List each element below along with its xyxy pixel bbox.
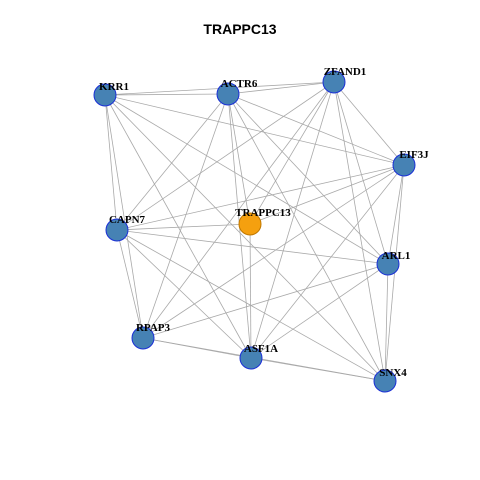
node-actr6[interactable]: ACTR6 xyxy=(216,78,258,106)
node-eif3j[interactable]: EIF3J xyxy=(392,149,429,177)
edge-krr1-asf1a xyxy=(104,94,252,359)
edge-capn7-arl1 xyxy=(116,229,389,265)
edge-krr1-rpap3 xyxy=(104,94,144,339)
edge-eif3j-arl1 xyxy=(387,164,405,265)
edge-capn7-trappc13 xyxy=(116,223,251,231)
node-label: CAPN7 xyxy=(109,214,146,226)
node-circle[interactable] xyxy=(376,252,400,276)
node-label: TRAPPC13 xyxy=(235,207,291,219)
node-label: EIF3J xyxy=(399,149,429,161)
edge-actr6-rpap3 xyxy=(142,93,229,339)
node-circle[interactable] xyxy=(216,82,240,106)
edge-actr6-snx4 xyxy=(227,93,386,382)
node-label: ACTR6 xyxy=(221,78,258,90)
node-label: SNX4 xyxy=(379,367,407,379)
edge-zfand1-arl1 xyxy=(333,81,389,265)
edge-arl1-snx4 xyxy=(384,263,389,382)
node-rpap3[interactable]: RPAP3 xyxy=(131,322,171,350)
edge-asf1a-snx4 xyxy=(250,357,386,382)
edge-actr6-eif3j xyxy=(227,93,405,166)
node-krr1[interactable]: KRR1 xyxy=(93,81,129,107)
edge-zfand1-rpap3 xyxy=(142,81,335,339)
node-zfand1[interactable]: ZFAND1 xyxy=(322,66,367,94)
node-circle[interactable] xyxy=(322,70,346,94)
edge-zfand1-capn7 xyxy=(116,81,335,231)
edge-krr1-actr6 xyxy=(104,93,229,96)
edge-krr1-capn7 xyxy=(104,94,118,231)
node-circle[interactable] xyxy=(239,346,263,370)
edge-zfand1-trappc13 xyxy=(249,81,335,225)
node-label: ZFAND1 xyxy=(324,66,367,78)
edge-eif3j-capn7 xyxy=(116,164,405,231)
graph-title: TRAPPC13 xyxy=(203,21,277,37)
edge-eif3j-asf1a xyxy=(250,164,405,359)
edge-capn7-rpap3 xyxy=(116,229,144,339)
node-circle[interactable] xyxy=(131,326,155,350)
node-circle[interactable] xyxy=(238,212,262,236)
edge-layer xyxy=(104,81,405,382)
edge-eif3j-rpap3 xyxy=(142,164,405,339)
edge-zfand1-snx4 xyxy=(333,81,386,382)
node-label: RPAP3 xyxy=(136,322,171,334)
edge-trappc13-asf1a xyxy=(249,223,252,359)
edge-actr6-zfand1 xyxy=(227,81,335,95)
edge-eif3j-trappc13 xyxy=(249,164,405,225)
edge-zfand1-asf1a xyxy=(250,81,335,359)
node-label: KRR1 xyxy=(99,81,129,93)
node-snx4[interactable]: SNX4 xyxy=(373,367,407,393)
node-arl1[interactable]: ARL1 xyxy=(376,250,411,276)
node-label: ARL1 xyxy=(382,250,411,262)
edge-arl1-rpap3 xyxy=(142,263,389,339)
node-circle[interactable] xyxy=(373,369,397,393)
edge-krr1-arl1 xyxy=(104,94,389,265)
node-trappc13[interactable]: TRAPPC13 xyxy=(235,207,291,236)
edge-actr6-arl1 xyxy=(227,93,389,265)
edge-actr6-capn7 xyxy=(116,93,229,231)
node-asf1a[interactable]: ASF1A xyxy=(239,343,278,370)
edge-krr1-snx4 xyxy=(104,94,386,382)
edge-arl1-asf1a xyxy=(250,263,389,359)
edge-zfand1-eif3j xyxy=(333,81,405,166)
edge-krr1-eif3j xyxy=(104,94,405,166)
node-label: ASF1A xyxy=(244,343,278,355)
edge-actr6-trappc13 xyxy=(227,93,251,225)
node-capn7[interactable]: CAPN7 xyxy=(105,214,146,242)
node-circle[interactable] xyxy=(93,83,117,107)
node-circle[interactable] xyxy=(392,153,416,177)
node-circle[interactable] xyxy=(105,218,129,242)
edge-capn7-asf1a xyxy=(116,229,252,359)
